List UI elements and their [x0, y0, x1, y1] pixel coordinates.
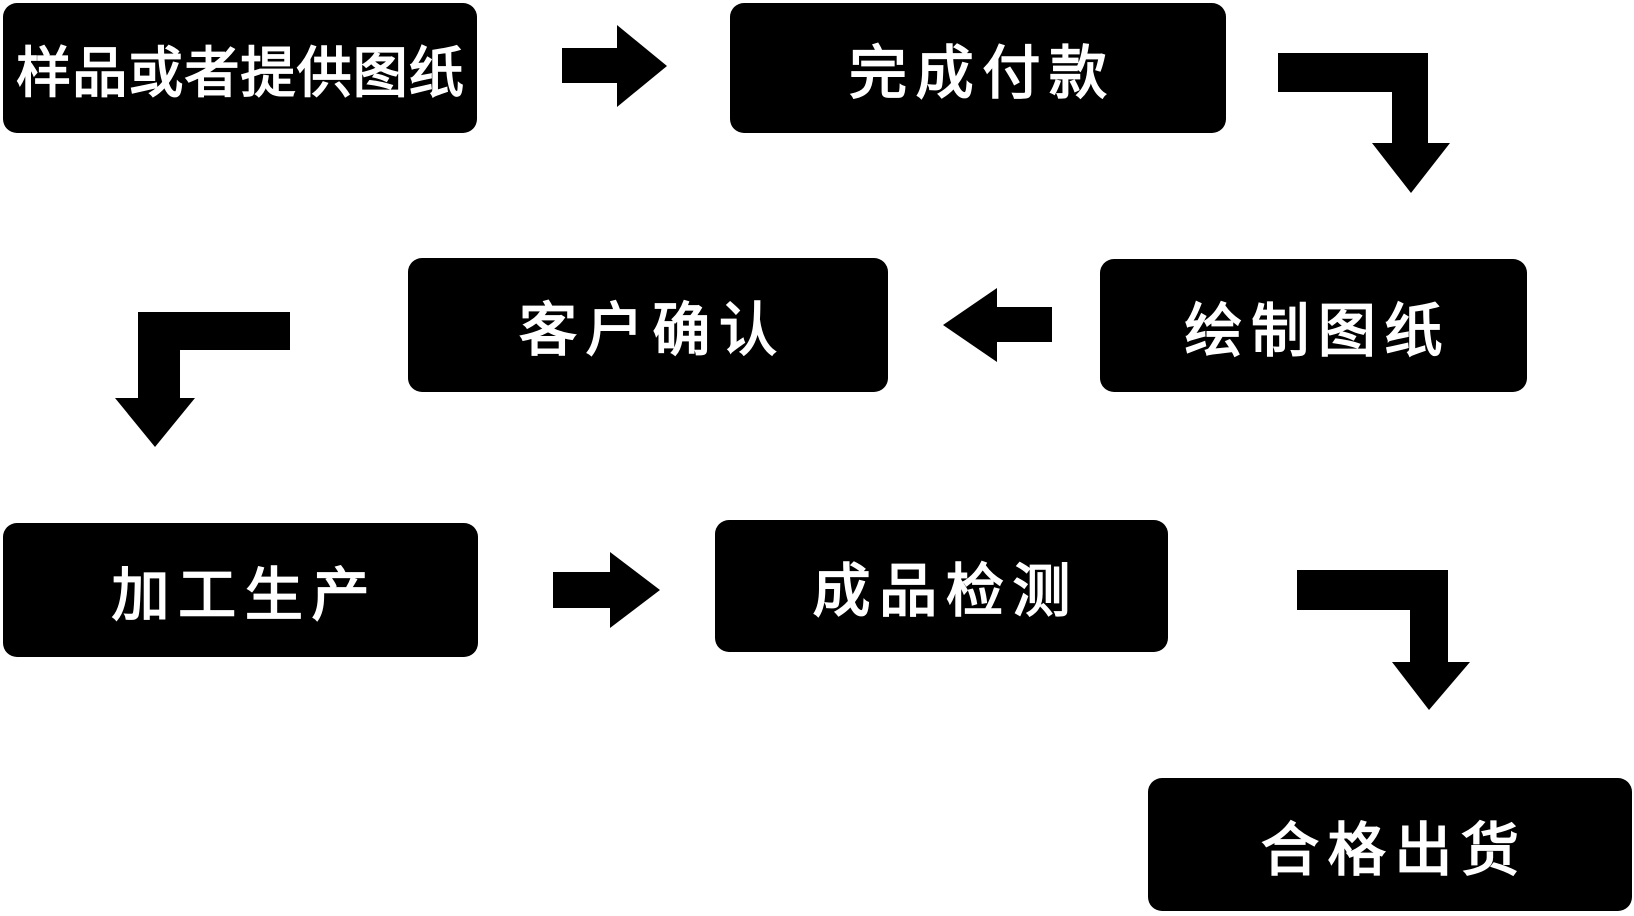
arrow-production-to-inspection-right-icon: [553, 552, 660, 628]
node-complete-payment: 完成付款: [730, 3, 1226, 133]
node-draw-drawings: 绘制图纸: [1100, 259, 1527, 392]
node-sample-or-drawing: 样品或者提供图纸: [3, 3, 477, 133]
arrow-sample-to-payment-right-icon: [562, 25, 667, 107]
arrow-inspection-to-shipment-elbow-down-icon: [1297, 570, 1470, 710]
node-processing-production: 加工生产: [3, 523, 478, 657]
node-finished-product-inspection: 成品检测: [715, 520, 1168, 652]
node-qualified-shipment: 合格出货: [1148, 778, 1632, 911]
arrow-payment-to-draw-elbow-down-icon: [1278, 53, 1450, 193]
arrow-draw-to-confirm-left-icon: [943, 288, 1052, 362]
node-customer-confirm: 客户确认: [408, 258, 888, 392]
arrow-confirm-to-production-elbow-down-icon: [115, 312, 290, 447]
